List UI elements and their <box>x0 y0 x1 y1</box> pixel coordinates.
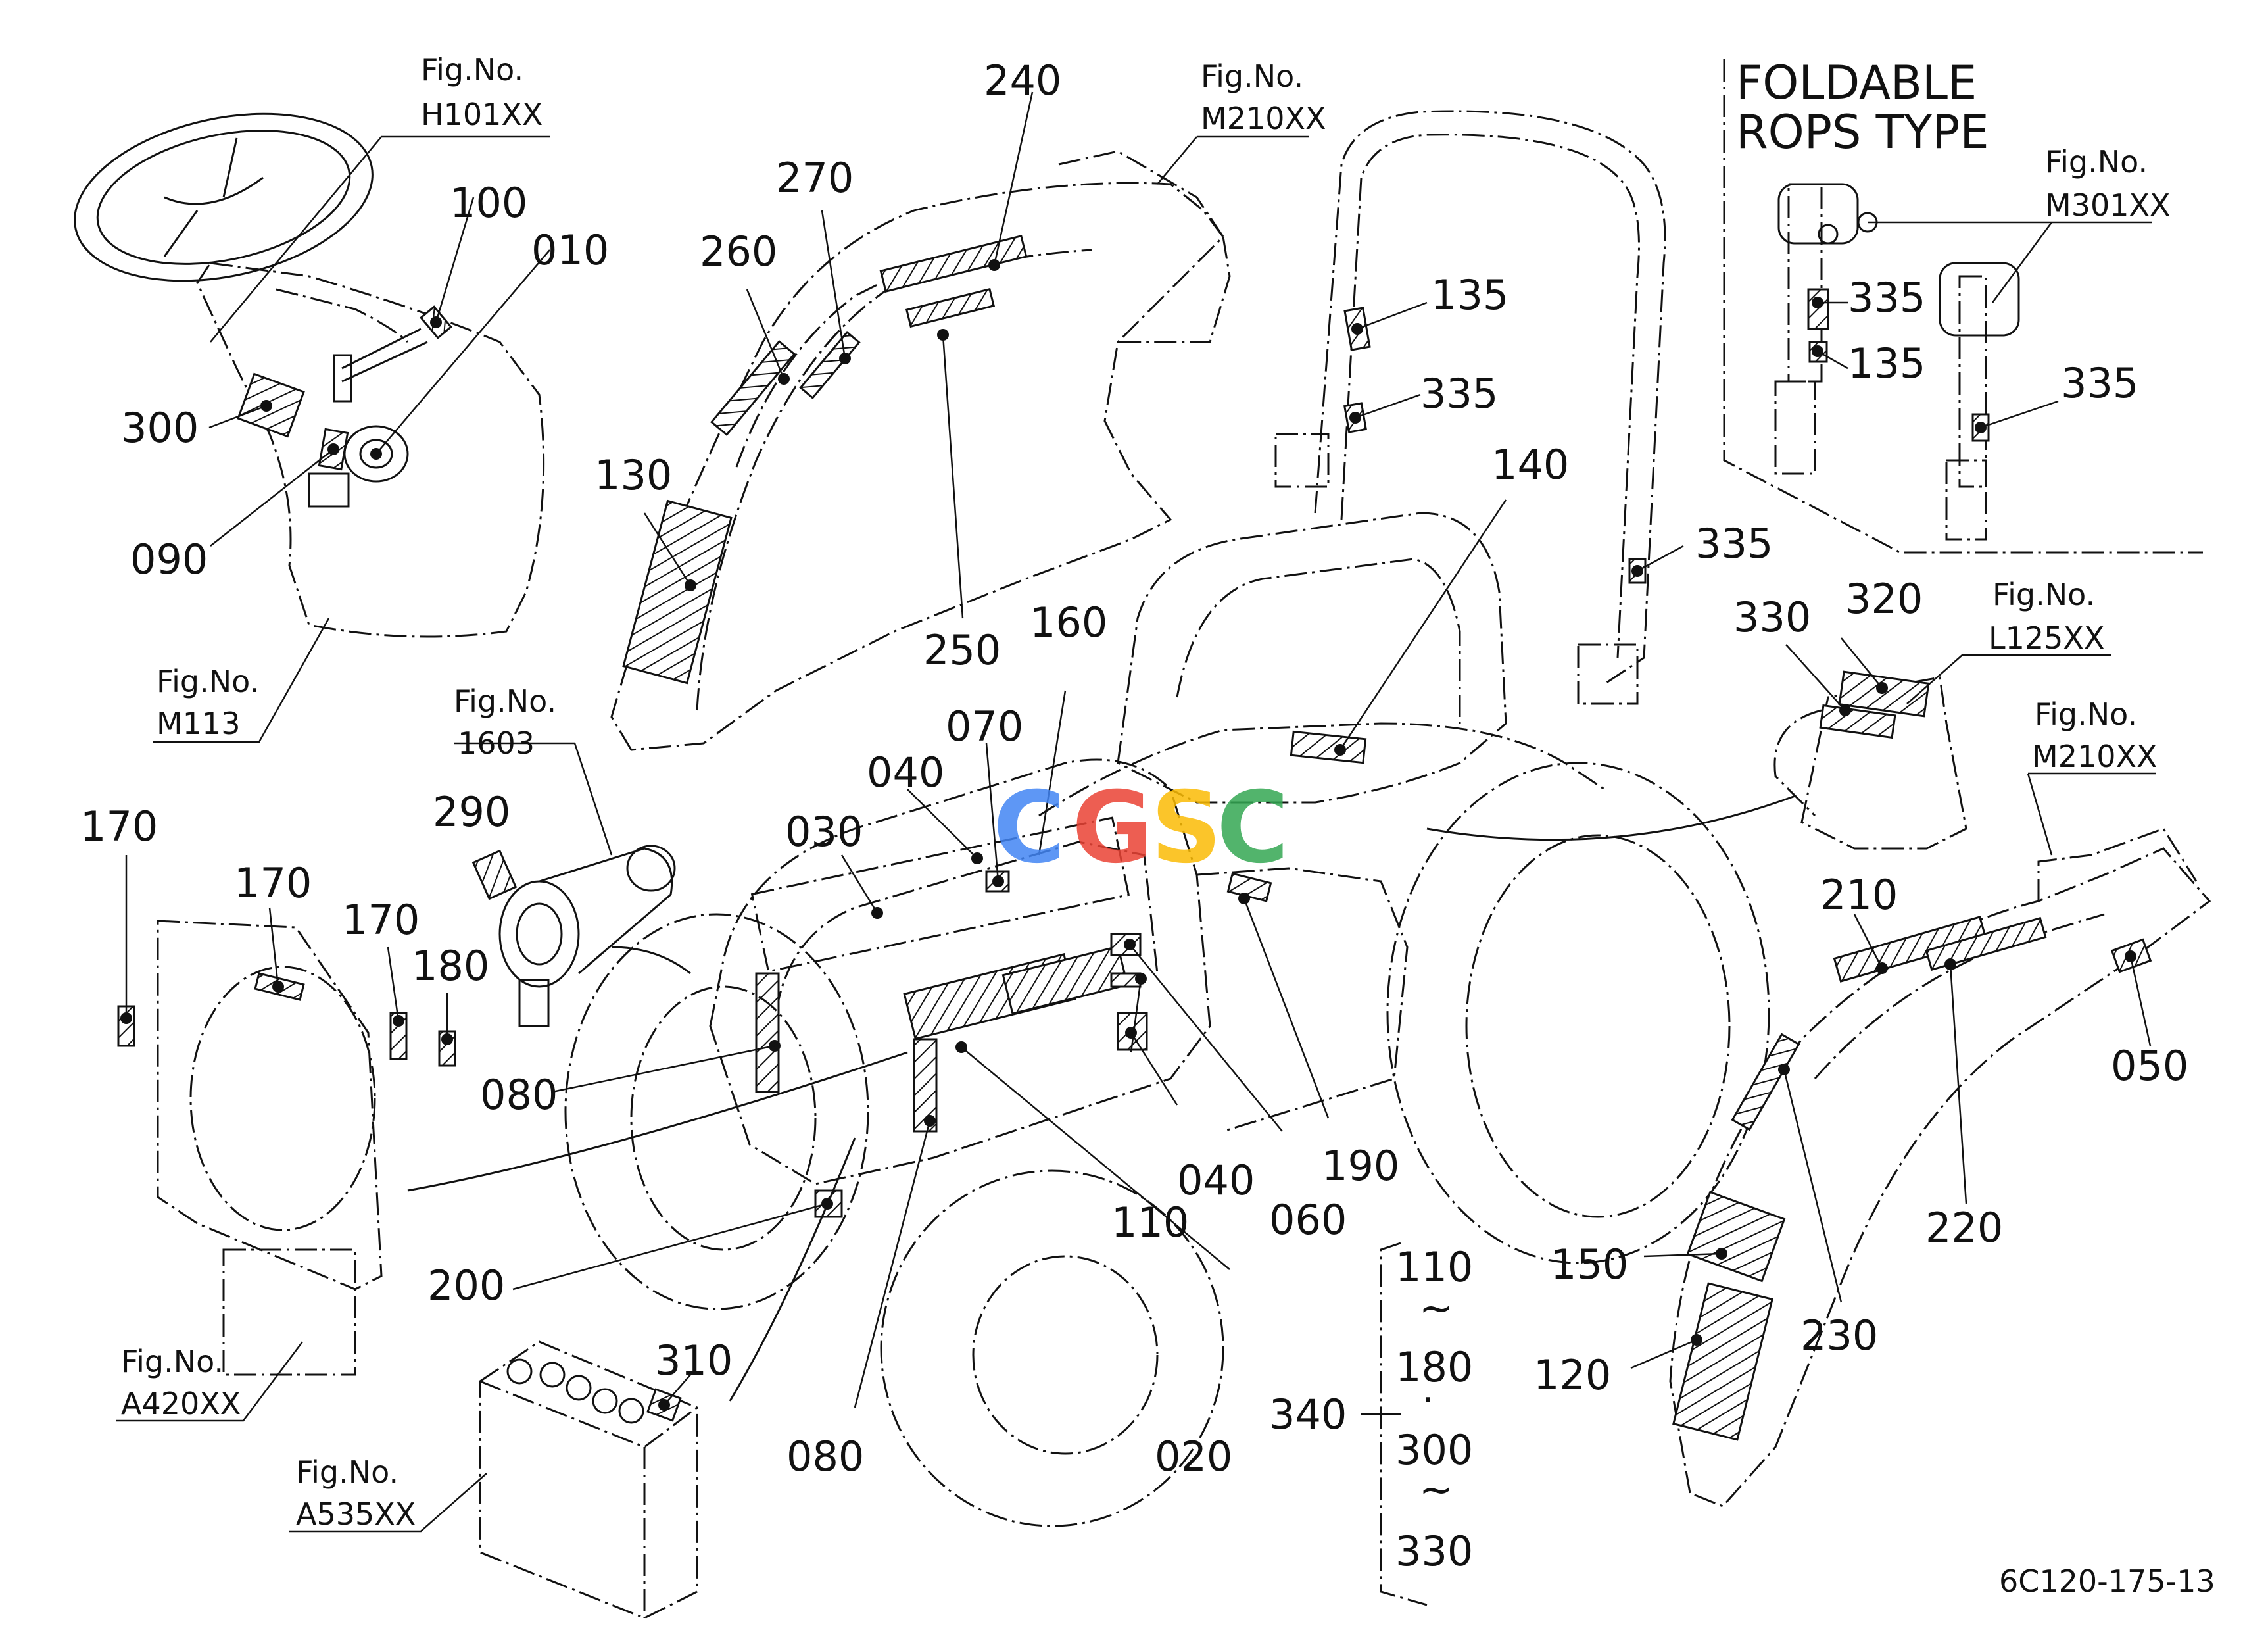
part-label: 170 <box>234 859 312 907</box>
fig-label: Fig.No. <box>121 1344 224 1379</box>
fig-reference-m113: Fig.No. M113 <box>157 664 259 741</box>
part-label: 100 <box>450 179 527 227</box>
foldable-rops-inset <box>1723 59 2203 554</box>
fig-number: M210XX <box>1201 101 1326 136</box>
watermark: C G S C <box>993 771 1289 885</box>
part-label: 190 <box>1322 1142 1399 1190</box>
range-part-number: 340 <box>1269 1390 1347 1438</box>
watermark-letter: G <box>1072 771 1153 885</box>
watermark-letter: S <box>1151 771 1222 885</box>
part-label: 135 <box>1431 271 1508 319</box>
fig-label: Fig.No. <box>1201 59 1303 94</box>
part-label: 335 <box>1695 520 1773 568</box>
fig-reference-a535: Fig.No. A535XX <box>296 1454 416 1532</box>
fig-label: Fig.No. <box>2045 144 2148 180</box>
step-l125 <box>1773 670 1967 850</box>
part-label: 030 <box>785 808 863 856</box>
fig-reference-l125: Fig.No. L125XX <box>1989 577 2104 656</box>
fig-label: Fig.No. <box>1992 577 2095 612</box>
air-cleaner <box>471 845 676 1027</box>
part-label: 060 <box>1269 1196 1347 1244</box>
part-label: 170 <box>342 896 420 944</box>
part-label: 070 <box>946 702 1023 750</box>
part-label: 240 <box>984 57 1061 105</box>
part-label: 310 <box>655 1337 733 1385</box>
part-label: 130 <box>594 451 672 499</box>
fig-number: M113 <box>157 706 241 741</box>
part-label: 180 <box>412 942 489 990</box>
part-label: 200 <box>427 1262 505 1310</box>
part-label: 170 <box>80 802 158 850</box>
fig-reference-h101: Fig.No. H101XX <box>421 52 543 132</box>
part-label: 160 <box>1030 599 1107 647</box>
leader-lines <box>116 91 2156 1606</box>
part-label: 220 <box>1925 1204 2003 1252</box>
part-label: 290 <box>433 788 510 836</box>
part-labels: 240 270 260 130 250 160 100 010 300 090 … <box>80 57 2188 1481</box>
part-label: 260 <box>700 228 777 276</box>
range-note-340: 340 110 ~ 180 · 300 ~ 330 <box>1269 1243 1473 1575</box>
part-label: 335 <box>2061 359 2138 407</box>
part-label: 020 <box>1155 1433 1232 1481</box>
part-label: 150 <box>1551 1241 1628 1289</box>
rops-seat-assembly <box>1038 110 1770 1264</box>
fig-number: A535XX <box>296 1496 416 1532</box>
range-line: · <box>1422 1376 1435 1424</box>
fig-reference-m210-top: Fig.No. M210XX <box>1201 59 1326 136</box>
part-label: 300 <box>121 404 199 452</box>
inset-title-line-2: ROPS TYPE <box>1736 105 1989 159</box>
fig-number: 1603 <box>458 725 535 761</box>
part-label: 335 <box>1420 370 1498 418</box>
right-fender <box>1669 827 2211 1508</box>
range-line: 330 <box>1395 1527 1473 1575</box>
part-label: 230 <box>1800 1312 1878 1360</box>
fig-label: Fig.No. <box>157 664 259 699</box>
battery <box>479 1340 698 1619</box>
fig-number: M210XX <box>2032 739 2158 774</box>
fig-number: L125XX <box>1989 620 2104 656</box>
fig-reference-m301: Fig.No. M301XX <box>2045 144 2171 223</box>
range-line: 180 <box>1395 1343 1473 1391</box>
fig-number: A420XX <box>121 1386 241 1421</box>
watermark-letter: C <box>1217 771 1289 885</box>
range-line: ~ <box>1419 1284 1453 1332</box>
range-line: ~ <box>1419 1465 1453 1513</box>
part-label: 320 <box>1845 575 1923 623</box>
fig-label: Fig.No. <box>2035 697 2137 732</box>
part-label: 010 <box>531 226 609 274</box>
range-line: 110 <box>1395 1243 1473 1291</box>
radiator-shroud <box>117 920 456 1376</box>
fig-label: Fig.No. <box>421 52 523 87</box>
part-label: 250 <box>923 626 1001 674</box>
part-label: 210 <box>1820 871 1898 919</box>
part-label: 120 <box>1533 1351 1611 1399</box>
part-label: 140 <box>1491 441 1569 489</box>
part-label: 080 <box>480 1071 558 1119</box>
part-label: 135 <box>1848 339 1925 387</box>
part-label: 040 <box>867 749 944 797</box>
fig-reference-a420: Fig.No. A420XX <box>121 1344 241 1421</box>
part-label: 330 <box>1733 593 1811 641</box>
hood-assembly <box>610 150 1231 751</box>
part-label: 090 <box>130 535 208 583</box>
part-label: 270 <box>776 154 854 202</box>
part-label: 335 <box>1848 274 1925 322</box>
part-label: 040 <box>1177 1156 1255 1204</box>
range-line: 300 <box>1395 1426 1473 1474</box>
part-label: 110 <box>1111 1198 1189 1246</box>
fig-number: M301XX <box>2045 187 2171 223</box>
inset-title-line-1: FOLDABLE <box>1736 56 1977 110</box>
fig-reference-m210-right: Fig.No. M210XX <box>2032 697 2158 774</box>
part-label: 080 <box>786 1433 864 1481</box>
fig-label: Fig.No. <box>454 683 556 719</box>
drawing-number: 6C120-175-13 <box>1999 1563 2215 1599</box>
fig-number: H101XX <box>421 97 543 132</box>
fig-reference-1603: Fig.No. 1603 <box>454 683 556 761</box>
part-label: 050 <box>2111 1042 2188 1090</box>
fig-label: Fig.No. <box>296 1454 398 1490</box>
watermark-letter: C <box>993 771 1065 885</box>
